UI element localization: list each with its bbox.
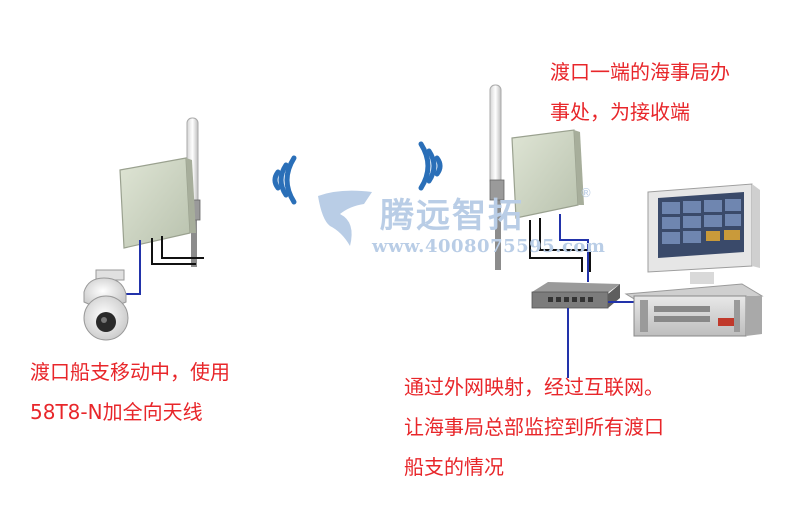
watermark-registered: ® bbox=[580, 186, 592, 200]
wifi-waves-icon bbox=[272, 155, 297, 205]
wifi-waves-icon-right bbox=[418, 141, 443, 191]
omni-antenna-right bbox=[489, 84, 505, 270]
watermark-brand: 腾远智拓 bbox=[380, 196, 524, 236]
caption-network-line-2: 让海事局总部监控到所有渡口 bbox=[404, 415, 664, 439]
watermark-logo-icon bbox=[318, 190, 372, 246]
panel-antenna-right bbox=[511, 129, 584, 219]
caption-ship: 渡口船支移动中，使用 58T8-N加全向天线 bbox=[30, 352, 230, 432]
caption-network-line-3: 船支的情况 bbox=[404, 455, 504, 479]
caption-receiver: 渡口一端的海事局办 事处，为接收端 bbox=[550, 52, 730, 132]
network-switch-icon bbox=[531, 282, 620, 309]
dome-camera-icon bbox=[83, 269, 129, 341]
caption-receiver-line-2: 事处，为接收端 bbox=[550, 100, 690, 124]
caption-network: 通过外网映射，经过互联网。 让海事局总部监控到所有渡口 船支的情况 bbox=[404, 367, 664, 487]
cables-right bbox=[529, 214, 591, 282]
caption-network-line-1: 通过外网映射，经过互联网。 bbox=[404, 375, 664, 399]
panel-antenna-left bbox=[119, 157, 196, 249]
caption-ship-line-2: 58T8-N加全向天线 bbox=[30, 400, 203, 424]
caption-receiver-line-1: 渡口一端的海事局办 bbox=[550, 60, 730, 84]
monitor-pc-icon bbox=[624, 183, 764, 337]
caption-ship-line-1: 渡口船支移动中，使用 bbox=[30, 360, 230, 384]
watermark-url: www.4008075595.com bbox=[372, 236, 606, 257]
